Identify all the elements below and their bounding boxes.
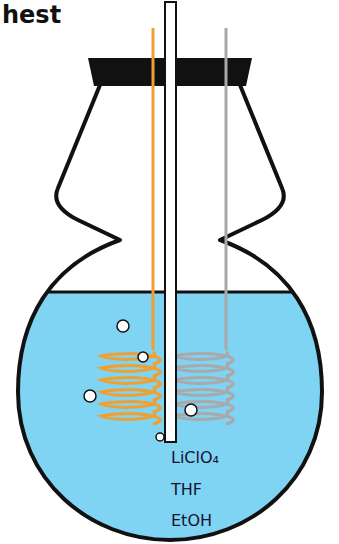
bubbles [84,320,197,441]
working-electrode [101,28,160,424]
coil-turn [174,376,233,388]
coil-turn [101,376,160,388]
electrolyte-salt: LiClO₄ [171,449,219,467]
coil-turn [101,364,160,376]
heading-fragment: hest [2,2,61,28]
coil-turn [101,412,160,424]
coil-turn [174,364,233,376]
coil-turn [101,388,160,400]
counter-electrode [174,28,233,424]
coil-turn [174,400,233,412]
solvent-name: EtOH [171,512,212,530]
coil-turn [174,388,233,400]
coil-turn [174,352,233,364]
coil-turn [101,400,160,412]
coil-turn [101,352,160,364]
coil-turn [174,412,233,424]
gas-tube [165,2,176,442]
solvent-name: THF [171,481,202,499]
